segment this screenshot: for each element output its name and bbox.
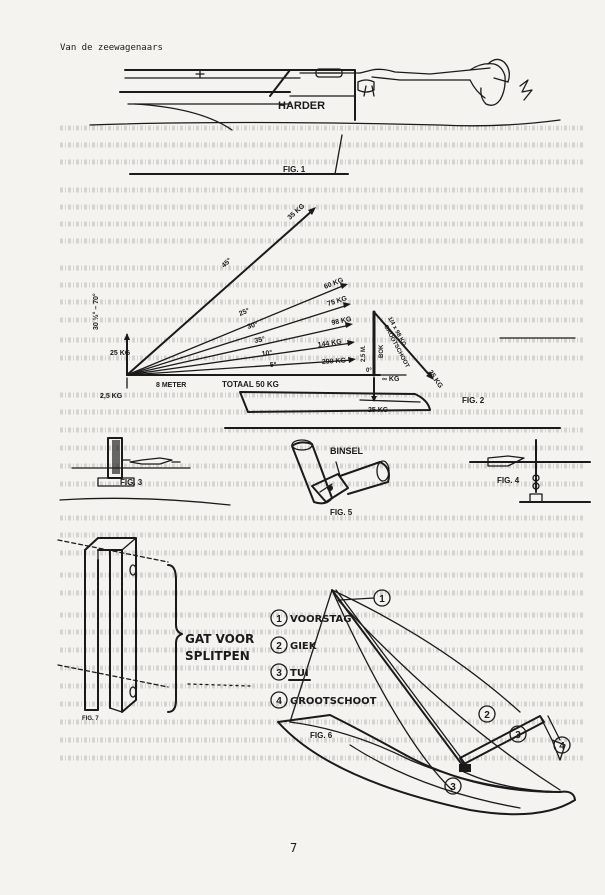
fig6-callout-3b: 3 xyxy=(450,782,456,793)
legend-text-giek: GIEK xyxy=(290,641,318,652)
fig2-weight-bottom-left: 2,5 KG xyxy=(100,393,123,400)
fig5-caption: FIG. 5 xyxy=(330,508,353,517)
fig2-bok-label: BOK xyxy=(379,344,385,358)
bleed-through-text xyxy=(60,125,585,761)
fig2-caption: FIG. 2 xyxy=(462,396,485,405)
fig2-zero-angle: 0° xyxy=(366,368,372,374)
fig2-ray3-weight: 98 KG xyxy=(331,316,353,327)
fig4-caption: FIG. 4 xyxy=(497,476,520,485)
fig3-chainplate-illustration: FIG. 3 xyxy=(59,437,231,506)
fig7-caption: FIG. 7 xyxy=(82,716,99,722)
fig1-label-harder: HARDER xyxy=(278,100,325,112)
fig2-distance: 8 METER xyxy=(156,382,186,389)
fig4-turnbuckle-illustration: FIG. 4 xyxy=(469,439,591,503)
legend-num-4: 4 xyxy=(276,696,282,707)
fig2-ray4-weight: 144 KG xyxy=(317,339,342,349)
fig2-ray4-angle: 10° xyxy=(261,349,273,358)
fig2-angle-range: 30 ½° – 70° xyxy=(92,293,100,330)
legend-num-3: 3 xyxy=(276,668,282,679)
fig2-ray5-weight: 290 KG xyxy=(322,357,347,366)
fig6-callout-3a: 3 xyxy=(515,730,521,741)
fig6-caption: FIG. 6 xyxy=(310,731,333,740)
fig5-label-binsel: BINSEL xyxy=(330,446,364,456)
fig2-weight-left: 25 KG xyxy=(110,350,131,357)
legend-text-tui: TUI xyxy=(290,668,309,679)
fig2-ray3-angle: 35° xyxy=(254,335,266,345)
legend-text-grootschoot: GROOTSCHOOT xyxy=(290,696,377,707)
fig2-weight-25: 25 KG xyxy=(426,369,444,390)
fig6-sailboat-illustration: 1 2 3 3 4 FIG. 6 1 VOORSTAG 2 GIEK 3 TUI… xyxy=(270,589,576,816)
fig1-caption: FIG. 1 xyxy=(283,165,306,174)
fig2-bottom-weight: 25 KG xyxy=(368,407,389,414)
fig2-ray5-angle: 5° xyxy=(270,361,277,369)
fig6-legend: 1 VOORSTAG 2 GIEK 3 TUI 4 GROOTSCHOOT xyxy=(270,609,377,709)
fig2-infinity-weight: ∞ KG xyxy=(382,376,400,383)
legend-text-voorstag: VOORSTAG xyxy=(290,614,351,625)
fig2-total: TOTAAL 50 KG xyxy=(222,380,279,389)
legend-num-2: 2 xyxy=(276,641,282,652)
fig1-stay-tension-illustration: HARDER FIG. 1 xyxy=(89,58,561,175)
fig2-ray1-weight: 60 KG xyxy=(323,277,345,291)
fig5-binsel-illustration: BINSEL FIG. 5 xyxy=(291,439,390,517)
fig2-bok-height: 2.5 M. xyxy=(361,345,367,362)
page-number: 7 xyxy=(290,841,297,855)
legend-num-1: 1 xyxy=(276,614,282,625)
fig7-label-gat-voor: GAT VOOR xyxy=(185,632,254,646)
fig3-caption: FIG. 3 xyxy=(120,478,143,487)
fig2-force-diagram: 30 ½° – 70° 35 KG 45° 25 KG 2,5 KG 8 MET… xyxy=(92,202,576,429)
fig6-callout-1: 1 xyxy=(379,594,385,605)
running-title: Van de zeewagenaars xyxy=(60,43,163,53)
fig7-splitpen-illustration: GAT VOOR SPLITPEN FIG. 7 xyxy=(57,537,254,722)
fig7-label-splitpen: SPLITPEN xyxy=(185,649,250,663)
fig2-ray2-angle: 30° xyxy=(246,320,259,331)
fig2-ray1-angle: 25° xyxy=(238,306,251,317)
fig6-callout-4: 4 xyxy=(559,741,565,752)
fig6-callout-2: 2 xyxy=(484,710,490,721)
